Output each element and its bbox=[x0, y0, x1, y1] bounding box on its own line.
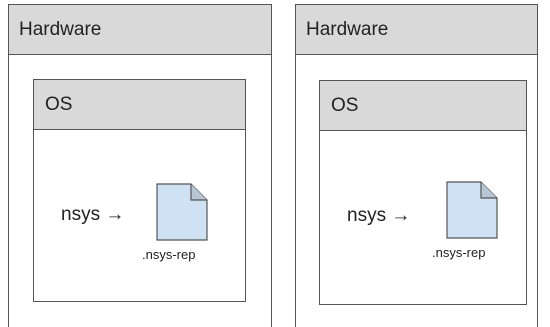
os-header: OS bbox=[34, 80, 245, 130]
os-header: OS bbox=[320, 81, 526, 131]
file-name-label: .nsys-rep bbox=[432, 245, 486, 260]
hardware-header: Hardware bbox=[9, 5, 271, 55]
hardware-panel-2: Hardware OS nsys → .nsys-rep bbox=[295, 4, 538, 327]
os-box: OS nsys → .nsys-rep bbox=[33, 79, 246, 302]
os-label: OS bbox=[331, 94, 359, 116]
os-label: OS bbox=[45, 93, 73, 115]
hardware-label: Hardware bbox=[306, 18, 389, 40]
nsys-label: nsys → bbox=[347, 205, 411, 226]
hardware-label: Hardware bbox=[19, 18, 102, 40]
file-name-label: .nsys-rep bbox=[142, 247, 196, 262]
hardware-header: Hardware bbox=[296, 5, 537, 55]
document-icon bbox=[156, 183, 208, 241]
document-icon bbox=[446, 181, 498, 239]
hardware-panel-1: Hardware OS nsys → .nsys-rep bbox=[8, 4, 272, 327]
os-box: OS nsys → .nsys-rep bbox=[319, 80, 527, 305]
nsys-label: nsys → bbox=[61, 204, 125, 225]
